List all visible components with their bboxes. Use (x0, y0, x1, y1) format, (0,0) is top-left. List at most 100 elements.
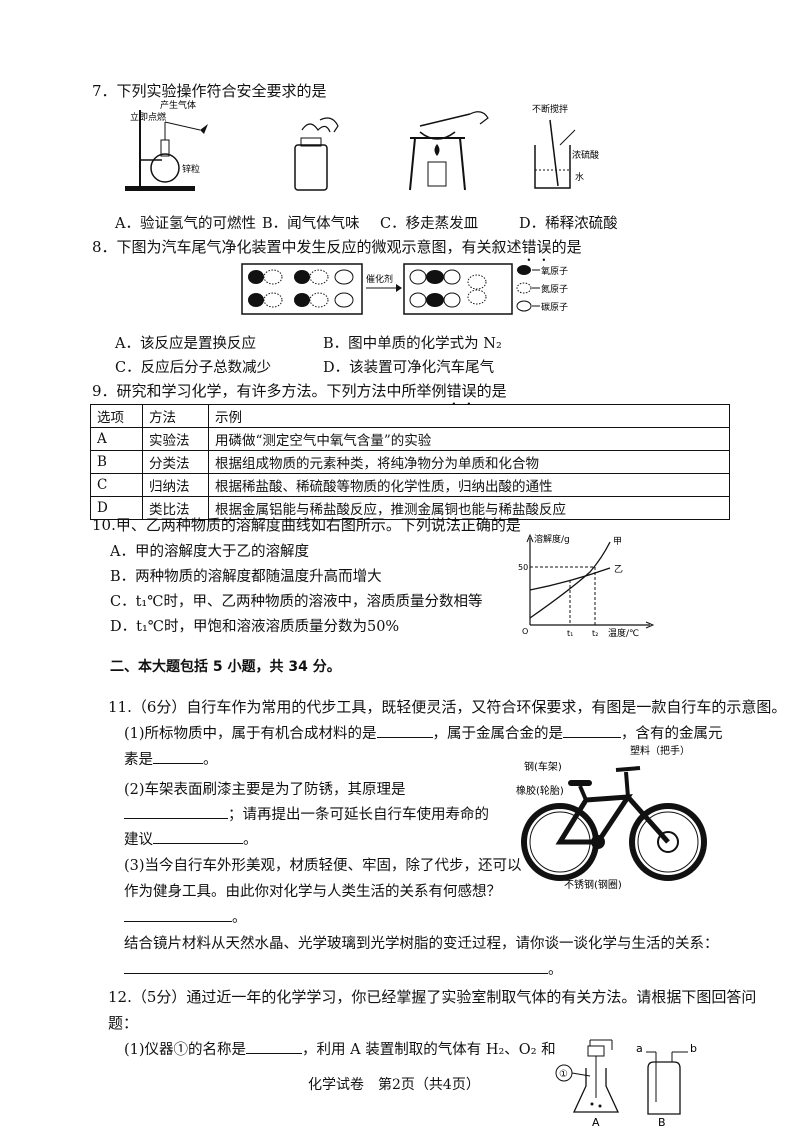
bike-label-frame: 钢(车架) (524, 760, 562, 773)
q10-option-c: C．t₁℃时，甲、乙两种物质的溶液中，溶质质量分数相等 (110, 594, 483, 610)
table-cell: 归纳法 (142, 473, 209, 497)
table-cell: 分类法 (142, 450, 209, 474)
q10-t1: t₁ (567, 629, 573, 638)
q11-part3-line2: 作为健身工具。由此你对化学与人类生活的关系有何感想？ (124, 884, 501, 900)
table-row: A 实验法 用磷做“测定空气中氧气含量”的实验 (90, 427, 730, 451)
q11-part2-line3: 建议。 (124, 828, 258, 849)
table-row: B 分类法 根据组成物质的元素种类，将纯净物分为单质和化合物 (90, 450, 730, 474)
q10-option-a: A．甲的溶解度大于乙的溶解度 (110, 544, 309, 560)
bicycle-icon (521, 766, 707, 881)
q11-part4-line2: 。 (124, 958, 563, 979)
q8-title: 8．下图为汽车尾气净化装置中发生反应的微观示意图，有关叙述错误的是 (92, 238, 582, 256)
q7-stir-label: 不断搅拌 (532, 103, 568, 115)
answer-blank[interactable] (153, 749, 203, 764)
q12-intro-cont: 题： (108, 1014, 139, 1032)
table-header: 示例 (208, 404, 730, 428)
q8-legend-carbon: 碳原子 (541, 301, 568, 313)
q7-zinc-label: 锌粒 (182, 163, 200, 175)
q7-fig-b (294, 117, 339, 191)
q7-option-a: A．验证氢气的可燃性 (115, 216, 256, 232)
answer-blank[interactable] (124, 959, 548, 974)
bike-label-handle: 塑料（把手） (630, 744, 690, 757)
q7-acid-label: 浓硫酸 (572, 149, 599, 161)
q8-reaction-diagram: 催化剂 氧原子 氮原子 碳原子 (241, 263, 568, 315)
q10-solubility-graph: 溶解度/g 温度/℃ 50 O t₁ t₂ 甲 乙 (518, 533, 655, 639)
table-header-row: 选项 方法 示例 (90, 404, 730, 428)
q12-apparatus-figure: ① A a b B (555, 1039, 697, 1129)
q7-fig-c (409, 111, 489, 191)
q10-xlabel: 温度/℃ (608, 627, 639, 639)
q12-label-b: B (658, 1116, 666, 1129)
q12-part1: (1)仪器①的名称是，利用 A 装置制取的气体有 H₂、O₂ 和 (124, 1038, 556, 1059)
q12-intro: 12.（5分）通过近一年的化学学习，你已经掌握了实验室制取气体的有关方法。请根据… (108, 988, 757, 1006)
q11-part3-line3: 。 (124, 906, 247, 927)
q9-title: 9．研究和学习化学，有许多方法。下列方法中所举例错误的是 (92, 382, 507, 400)
q9-methods-table: 选项 方法 示例 A 实验法 用磷做“测定空气中氧气含量”的实验 B 分类法 根… (90, 404, 730, 520)
answer-blank[interactable] (124, 907, 232, 922)
q7-gas-label: 产生气体 (160, 100, 196, 111)
q7-option-b: B．闻气体气味 (262, 216, 360, 232)
apparatus-b: a b B (636, 1042, 697, 1129)
q10-origin: O (522, 627, 528, 636)
q10-option-d: D．t₁℃时，甲饱和溶液溶质质量分数为50% (110, 619, 400, 635)
table-row: D 类比法 根据金属铝能与稀盐酸反应，推测金属铜也能与稀盐酸反应 (90, 496, 730, 520)
answer-blank[interactable] (246, 1039, 303, 1054)
q11-part2-line1: (2)车架表面刷漆主要是为了防锈，其原理是 (124, 782, 406, 798)
page-footer: 化学试卷 第2页（共4页） (308, 1077, 480, 1093)
q8-option-d: D．该装置可净化汽车尾气 (323, 360, 495, 376)
table-cell: B (90, 450, 143, 474)
q11-part2-line2: ；请再提出一条可延长自行车使用寿命的 (124, 803, 489, 824)
table-cell: 根据稀盐酸、稀硫酸等物质的化学性质，归纳出酸的通性 (208, 473, 730, 497)
answer-blank[interactable] (153, 829, 243, 844)
bike-label-tire: 橡胶(轮胎) (516, 784, 564, 797)
table-cell: D (90, 496, 143, 520)
table-header: 方法 (142, 404, 209, 428)
q8-option-b: B．图中单质的化学式为 N₂ (323, 336, 502, 352)
q7-option-d: D．稀释浓硫酸 (519, 216, 618, 232)
q12-label-b-port: b (690, 1042, 697, 1055)
table-cell: 实验法 (142, 427, 209, 451)
q8-option-c: C．反应后分子总数减少 (115, 360, 272, 376)
q7-option-c: C．移走蒸发皿 (380, 216, 479, 232)
q8-legend-oxygen: 氧原子 (541, 265, 568, 277)
section-2-heading: 二、本大题包括 5 小题，共 34 分。 (110, 659, 341, 675)
table-cell: 用磷做“测定空气中氧气含量”的实验 (208, 427, 730, 451)
q11-part1-line2: 素是。 (124, 748, 218, 769)
q10-ylabel: 溶解度/g (534, 533, 570, 545)
q10-option-b: B．两种物质的溶解度都随温度升高而增大 (110, 569, 382, 585)
apparatus-a: ① A (555, 1039, 620, 1129)
q10-t2: t₂ (592, 629, 598, 638)
q10-y50: 50 (518, 563, 528, 572)
bike-label-rim: 不锈钢(钢圈) (564, 878, 622, 891)
q7-title: 7．下列实验操作符合安全要求的是 (92, 82, 327, 100)
q11-bicycle-figure: 塑料（把手） 钢(车架) 橡胶(轮胎) 不锈钢(钢圈) (516, 744, 707, 891)
table-cell: 类比法 (142, 496, 209, 520)
table-header: 选项 (90, 404, 143, 428)
q10-yi-label: 乙 (614, 564, 623, 575)
q11-part1-line1: (1)所标物质中，属于有机合成材料的是，属于金属合金的是，含有的金属元 (124, 722, 723, 743)
q8-catalyst-label: 催化剂 (366, 273, 393, 285)
q12-label-a-port: a (636, 1042, 643, 1055)
q8-option-a: A．该反应是置换反应 (115, 336, 256, 352)
q11-intro: 11.（6分）自行车作为常用的代步工具，既轻便灵活，又符合环保要求，有图是一款自… (108, 698, 787, 716)
q12-label-a: A (592, 1116, 600, 1129)
q7-figures: 产生气体 立即点燃 锌粒 不断搅拌 浓硫酸 水 (125, 100, 599, 191)
q7-fig-d: 不断搅拌 浓硫酸 水 (532, 103, 599, 189)
q8-legend-nitrogen: 氮原子 (541, 283, 568, 295)
q11-part4-line1: 结合镜片材料从天然水晶、光学玻璃到光学树脂的变迁过程，请你谈一谈化学与生活的关系… (124, 936, 719, 952)
answer-blank[interactable] (376, 723, 433, 738)
q10-jia-label: 甲 (613, 536, 622, 547)
table-row: C 归纳法 根据稀盐酸、稀硫酸等物质的化学性质，归纳出酸的通性 (90, 473, 730, 497)
table-cell: 根据组成物质的元素种类，将纯净物分为单质和化合物 (208, 450, 730, 474)
q11-part3-line1: (3)当今自行车外形美观，材质轻便、牢固，除了代步，还可以 (124, 858, 522, 874)
answer-blank[interactable] (563, 723, 622, 738)
q10-curve-yi (529, 567, 611, 591)
table-cell: 根据金属铝能与稀盐酸反应，推测金属铜也能与稀盐酸反应 (208, 496, 730, 520)
q12-circle-one: ① (559, 1069, 568, 1080)
q7-ignite-label: 立即点燃 (130, 111, 166, 123)
q10-curve-jia (529, 541, 611, 619)
table-cell: A (90, 427, 143, 451)
answer-blank[interactable] (124, 804, 228, 819)
q7-fig-a: 产生气体 立即点燃 锌粒 (125, 100, 208, 191)
table-cell: C (90, 473, 143, 497)
